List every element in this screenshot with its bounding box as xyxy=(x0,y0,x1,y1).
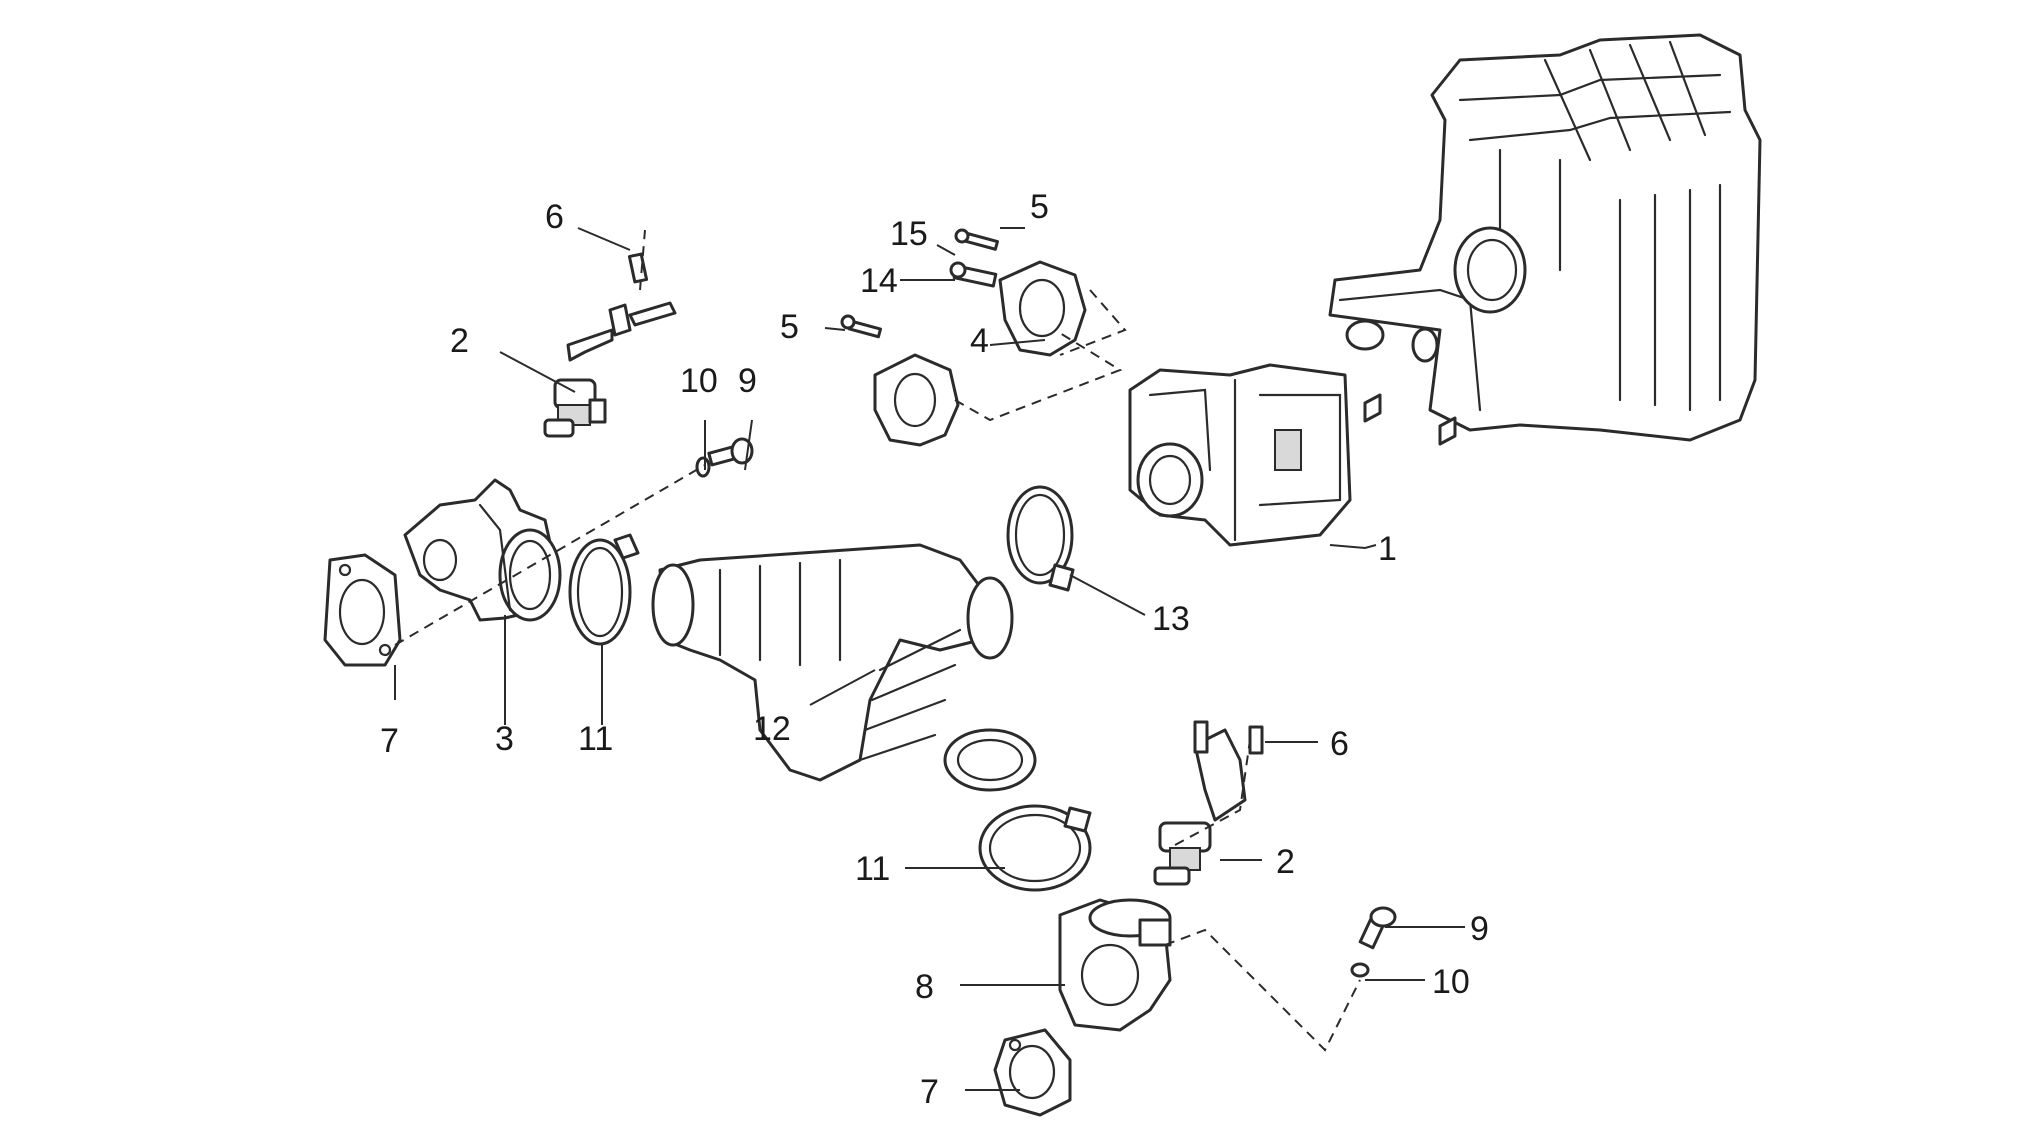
fitting-14 xyxy=(949,261,998,288)
callout-7-left: 7 xyxy=(380,722,399,760)
intake-manifold-lower xyxy=(1058,898,1172,1032)
callout-15: 15 xyxy=(890,215,928,253)
hose-clamp-right xyxy=(1006,485,1075,592)
injector-lower xyxy=(1153,821,1212,886)
callout-9-lower: 9 xyxy=(1470,910,1489,948)
callout-10-lower: 10 xyxy=(1432,963,1470,1001)
fuel-rail-upper xyxy=(566,252,677,362)
assembly-lines xyxy=(394,229,1361,1052)
callout-5-lower: 5 xyxy=(780,308,799,346)
callout-14: 14 xyxy=(860,262,898,300)
callout-12: 12 xyxy=(753,710,791,748)
throttle-body xyxy=(1128,363,1352,547)
injector-upper xyxy=(543,378,607,438)
gasket-lower xyxy=(993,1028,1072,1117)
intake-manifold-left xyxy=(403,478,562,622)
callout-4: 4 xyxy=(970,322,989,360)
callout-11-lower: 11 xyxy=(855,850,890,888)
washer-10-upper xyxy=(695,456,711,478)
hose-clamp-lower xyxy=(978,804,1092,892)
leader-lines xyxy=(394,227,1465,1091)
callout-9-upper: 9 xyxy=(738,362,757,400)
callout-3: 3 xyxy=(495,720,514,758)
callout-6-lower: 6 xyxy=(1330,725,1349,763)
callout-5-upper: 5 xyxy=(1030,188,1049,226)
callout-10-upper: 10 xyxy=(680,362,718,400)
callout-1: 1 xyxy=(1378,530,1397,568)
fuel-rail-lower xyxy=(1193,720,1264,822)
airbox-housing xyxy=(1328,33,1762,446)
callout-6-upper: 6 xyxy=(545,198,564,236)
callout-13: 13 xyxy=(1152,600,1190,638)
screw-5-lower xyxy=(840,314,883,339)
callout-11-left: 11 xyxy=(578,720,613,758)
callout-2-upper: 2 xyxy=(450,322,469,360)
callout-7-lower: 7 xyxy=(920,1073,939,1111)
washer-10-lower xyxy=(1350,962,1370,978)
callout-labels: 1 2 2 3 4 5 5 6 6 7 7 8 9 9 10 10 11 11 … xyxy=(380,188,1489,1111)
callout-8: 8 xyxy=(915,968,934,1006)
cover-upper xyxy=(998,260,1087,357)
callout-2-lower: 2 xyxy=(1276,843,1295,881)
gasket-left xyxy=(323,553,402,667)
bolt-9-lower xyxy=(1358,906,1397,950)
screw-5-upper xyxy=(954,228,999,251)
cover-lower xyxy=(873,353,960,447)
intake-hose xyxy=(651,543,1037,792)
hose-clamp-left xyxy=(568,533,640,646)
